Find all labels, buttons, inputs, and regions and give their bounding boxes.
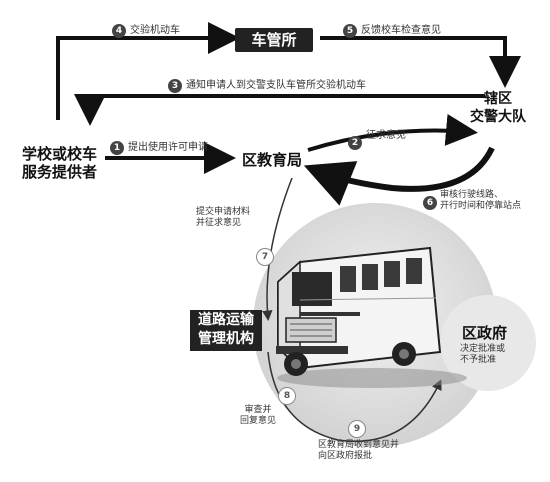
vehicle-admin-label: 车管所 xyxy=(251,31,297,49)
step-6-number: 6 xyxy=(423,196,437,210)
step-7-label-1: 提交申请材料 xyxy=(196,207,251,217)
step-8-label-2: 回复意见 xyxy=(240,416,277,426)
step-9-label: 区教育局收到意见并 向区政府报批 xyxy=(318,440,399,462)
road-transport-label-2: 管理机构 xyxy=(198,331,254,347)
arrow-step-5 xyxy=(320,36,521,88)
district-gov-note-2: 不予批准 xyxy=(460,355,497,365)
arrow-step-8 xyxy=(267,351,339,441)
district-gov-node: 区政府 xyxy=(462,324,508,342)
traffic-police-label-1: 辖区 xyxy=(484,91,512,107)
step-6-label: 审核行驶线路、 开行时间和停靠站点 xyxy=(440,190,521,212)
traffic-police-node: 辖区 交警大队 xyxy=(470,90,526,126)
traffic-police-label-2: 交警大队 xyxy=(470,109,526,125)
school-label-1: 学校或校车 xyxy=(22,145,98,163)
district-gov-note: 决定批准或 不予批准 xyxy=(460,344,505,366)
school-label-2: 服务提供者 xyxy=(22,163,98,181)
step-1-number: 1 xyxy=(110,141,124,155)
step-4-number: 4 xyxy=(112,24,126,38)
step-5-label: 反馈校车检查意见 xyxy=(361,25,441,36)
vehicle-admin-node: 车管所 xyxy=(235,28,313,52)
arrow-step-3 xyxy=(74,94,485,126)
step-7-number: 7 xyxy=(256,248,274,266)
arrow-step-6 xyxy=(303,146,495,206)
step-5-number: 5 xyxy=(343,24,357,38)
step-2-label: 征求意见 xyxy=(366,130,406,141)
step-8-label-1: 审查并 xyxy=(244,405,272,415)
step-8-label: 审查并 回复意见 xyxy=(240,405,276,427)
road-transport-label-1: 道路运输 xyxy=(198,312,254,328)
district-gov-note-1: 决定批准或 xyxy=(460,344,506,354)
step-3-label: 通知申请人到交警支队车管所交验机动车 xyxy=(186,80,366,91)
step-2-number: 2 xyxy=(348,136,362,150)
arrow-step-2 xyxy=(307,113,478,152)
education-bureau-node: 区教育局 xyxy=(242,151,303,169)
step-9-label-2: 向区政府报批 xyxy=(318,451,373,461)
step-8-number: 8 xyxy=(278,387,296,405)
step-6-label-1: 审核行驶线路、 xyxy=(440,190,504,200)
step-7-label-2: 并征求意见 xyxy=(196,218,242,228)
district-gov-circle xyxy=(440,295,536,391)
road-transport-node: 道路运输 管理机构 xyxy=(190,310,262,351)
step-3-number: 3 xyxy=(168,79,182,93)
step-1-label: 提出使用许可申请 xyxy=(128,142,208,153)
school-bus-image xyxy=(276,246,467,388)
school-node: 学校或校车 服务提供者 xyxy=(22,145,97,181)
step-4-label: 交验机动车 xyxy=(130,25,180,36)
step-6-label-2: 开行时间和停靠站点 xyxy=(440,201,522,211)
step-9-label-1: 区教育局收到意见并 xyxy=(318,440,400,450)
arrow-step-4 xyxy=(56,22,240,120)
step-9-number: 9 xyxy=(348,420,366,438)
arrow-step-9 xyxy=(337,379,442,442)
step-7-label: 提交申请材料 并征求意见 xyxy=(196,207,250,229)
